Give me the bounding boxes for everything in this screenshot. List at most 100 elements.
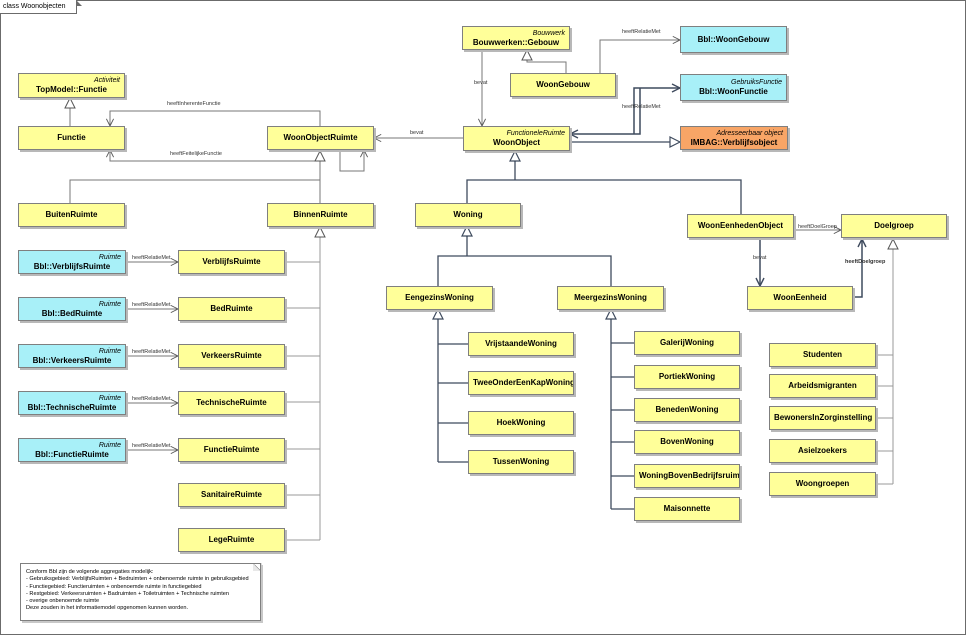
stereotype: GebruiksFunctie xyxy=(731,79,782,86)
class-topmodel-functie[interactable]: Activiteit TopModel::Functie xyxy=(18,73,125,98)
class-name: Functie xyxy=(57,133,86,142)
label-woonfunctie-relatie: heeftRelatieMet xyxy=(622,104,661,110)
class-name: TussenWoning xyxy=(492,457,550,466)
class-name: Studenten xyxy=(802,350,843,359)
class-name: BinnenRuimte xyxy=(293,210,348,219)
class-tweeondereenkapwoning[interactable]: TweeOnderEenKapWoning xyxy=(468,371,574,395)
class-functie[interactable]: Functie xyxy=(18,126,125,150)
class-woning[interactable]: Woning xyxy=(415,203,521,227)
class-verkeersruimte[interactable]: VerkeersRuimte xyxy=(178,344,285,368)
class-name: SanitaireRuimte xyxy=(201,490,262,499)
class-benedenwoning[interactable]: BenedenWoning xyxy=(634,398,740,422)
label-technischeruimte-relatie: heeftRelatieMet xyxy=(132,396,171,402)
class-name: TweeOnderEenKapWoning xyxy=(473,378,574,387)
class-name: GalerijWoning xyxy=(659,338,715,347)
class-gebouw[interactable]: Bouwwerk Bouwwerken::Gebouw xyxy=(462,26,570,50)
diagram-note: Conform Bbl zijn de volgende aggregaties… xyxy=(20,563,261,621)
class-name: WoonEenhedenObject xyxy=(697,221,784,230)
note-line: - Gebruiksgebied: VerblijfsRuimten + Bed… xyxy=(26,576,249,583)
class-sanitaireruimte[interactable]: SanitaireRuimte xyxy=(178,483,285,507)
class-bbl-bedruimte[interactable]: Ruimte Bbl::BedRuimte xyxy=(18,297,126,321)
note-line: Conform Bbl zijn de volgende aggregaties… xyxy=(26,569,154,575)
class-bovenwoning[interactable]: BovenWoning xyxy=(634,430,740,454)
label-feitelijke-functie: heeftFeitelijkeFunctie xyxy=(170,151,222,157)
stereotype: FunctioneleRuimte xyxy=(506,130,565,137)
assoc-woonobject-woonfunctie xyxy=(633,88,680,134)
class-bbl-verkeersruimte[interactable]: Ruimte Bbl::VerkeersRuimte xyxy=(18,344,126,368)
class-galerijwoning[interactable]: GalerijWoning xyxy=(634,331,740,355)
class-binnenruimte[interactable]: BinnenRuimte xyxy=(267,203,374,227)
class-woongroepen[interactable]: Woongroepen xyxy=(769,472,876,496)
class-name: VerkeersRuimte xyxy=(201,351,262,360)
class-woningbovenbedrijfsruimte[interactable]: WoningBovenBedrijfsruimte xyxy=(634,464,740,488)
class-eengezinswoning[interactable]: EengezinsWoning xyxy=(386,286,493,310)
class-legeruimte[interactable]: LegeRuimte xyxy=(178,528,285,552)
class-functieruimte[interactable]: FunctieRuimte xyxy=(178,438,285,462)
class-name: BovenWoning xyxy=(660,437,714,446)
class-bbl-verblijfsruimte[interactable]: Ruimte Bbl::VerblijfsRuimte xyxy=(18,250,126,274)
class-vrijstaandewoning[interactable]: VrijstaandeWoning xyxy=(468,332,574,356)
class-technischeruimte[interactable]: TechnischeRuimte xyxy=(178,391,285,415)
class-portiekwoning[interactable]: PortiekWoning xyxy=(634,365,740,389)
class-buitenruimte[interactable]: BuitenRuimte xyxy=(18,203,125,227)
class-name: WoningBovenBedrijfsruimte xyxy=(639,471,740,480)
label-bedruimte-relatie: heeftRelatieMet xyxy=(132,302,171,308)
class-woonobject[interactable]: FunctioneleRuimte WoonObject xyxy=(463,126,570,151)
stereotype: Bouwwerk xyxy=(532,29,565,37)
label-verblijfsruimte-relatie: heeftRelatieMet xyxy=(132,255,171,261)
class-name: Doelgroep xyxy=(874,221,914,230)
gen-binnenruimte-children xyxy=(285,228,321,541)
class-name: VrijstaandeWoning xyxy=(485,339,557,348)
class-arbeidsmigranten[interactable]: Arbeidsmigranten xyxy=(769,374,876,398)
class-name: BewonersInZorginstelling xyxy=(774,413,873,422)
class-imbag-verblijfsobject[interactable]: Adresseerbaar object IMBAG::Verblijfsobj… xyxy=(680,126,788,150)
assoc-woonenheid-doelgroep xyxy=(853,239,862,298)
class-name: BenedenWoning xyxy=(655,405,719,414)
class-maisonnette[interactable]: Maisonnette xyxy=(634,497,740,521)
class-studenten[interactable]: Studenten xyxy=(769,343,876,367)
class-asielzoekers[interactable]: Asielzoekers xyxy=(769,439,876,463)
class-name: Bbl::VerblijfsRuimte xyxy=(33,261,111,271)
label-woongebouw-relatie: heeftRelatieMet xyxy=(622,29,661,35)
class-woonenheid[interactable]: WoonEenheid xyxy=(747,286,853,310)
class-bewonersinzorginstelling[interactable]: BewonersInZorginstelling xyxy=(769,406,876,430)
class-woonobjectruimte[interactable]: WoonObjectRuimte xyxy=(267,126,374,150)
label-woonenheid-bevat: bevat xyxy=(753,255,767,261)
label-functieruimte-relatie: heeftRelatieMet xyxy=(132,443,171,449)
class-tussenwoning[interactable]: TussenWoning xyxy=(468,450,574,474)
class-name: Bbl::BedRuimte xyxy=(41,308,103,318)
class-name: FunctieRuimte xyxy=(203,445,260,454)
class-name: TechnischeRuimte xyxy=(196,398,267,407)
self-assoc-woonobjectruimte xyxy=(339,150,364,172)
assoc-inherente-functie xyxy=(110,110,321,126)
class-meergezinswoning[interactable]: MeergezinsWoning xyxy=(557,286,664,310)
gen-gezinswoning-woning xyxy=(437,227,612,286)
class-name: MeergezinsWoning xyxy=(574,293,647,302)
class-name: Bbl::WoonGebouw xyxy=(697,34,770,44)
class-name: EengezinsWoning xyxy=(405,293,474,302)
label-heeft-doelgroep: heeftDoelGroep xyxy=(798,224,837,230)
class-name: LegeRuimte xyxy=(208,535,255,544)
class-name: BedRuimte xyxy=(210,304,253,313)
class-bbl-woongebouw[interactable]: Bbl::WoonGebouw xyxy=(680,26,787,53)
class-bbl-technischeruimte[interactable]: Ruimte Bbl::TechnischeRuimte xyxy=(18,391,126,415)
gen-woongebouw-gebouw xyxy=(527,50,567,73)
class-name: Bbl::WoonFunctie xyxy=(699,87,768,96)
gen-ruimte-woonobjectruimte xyxy=(69,152,321,203)
class-bbl-functieruimte[interactable]: Ruimte Bbl::FunctieRuimte xyxy=(18,438,126,462)
label-woonenheid-doelgroep: heeftDoelgroep xyxy=(845,259,886,265)
class-doelgroep[interactable]: Doelgroep xyxy=(841,214,947,238)
class-name: Asielzoekers xyxy=(798,446,847,455)
stereotype: Ruimte xyxy=(98,394,121,402)
class-bbl-woonfunctie[interactable]: GebruiksFunctie Bbl::WoonFunctie xyxy=(680,74,787,101)
class-woongebouw[interactable]: WoonGebouw xyxy=(510,73,616,97)
assoc-woongebouw-bbl xyxy=(599,40,680,73)
class-woonenhedenobject[interactable]: WoonEenhedenObject xyxy=(687,214,794,238)
class-verblijfsruimte[interactable]: VerblijfsRuimte xyxy=(178,250,285,274)
class-bedruimte[interactable]: BedRuimte xyxy=(178,297,285,321)
class-name: WoonGebouw xyxy=(536,80,590,89)
class-hoekwoning[interactable]: HoekWoning xyxy=(468,411,574,435)
class-name: VerblijfsRuimte xyxy=(202,257,261,266)
